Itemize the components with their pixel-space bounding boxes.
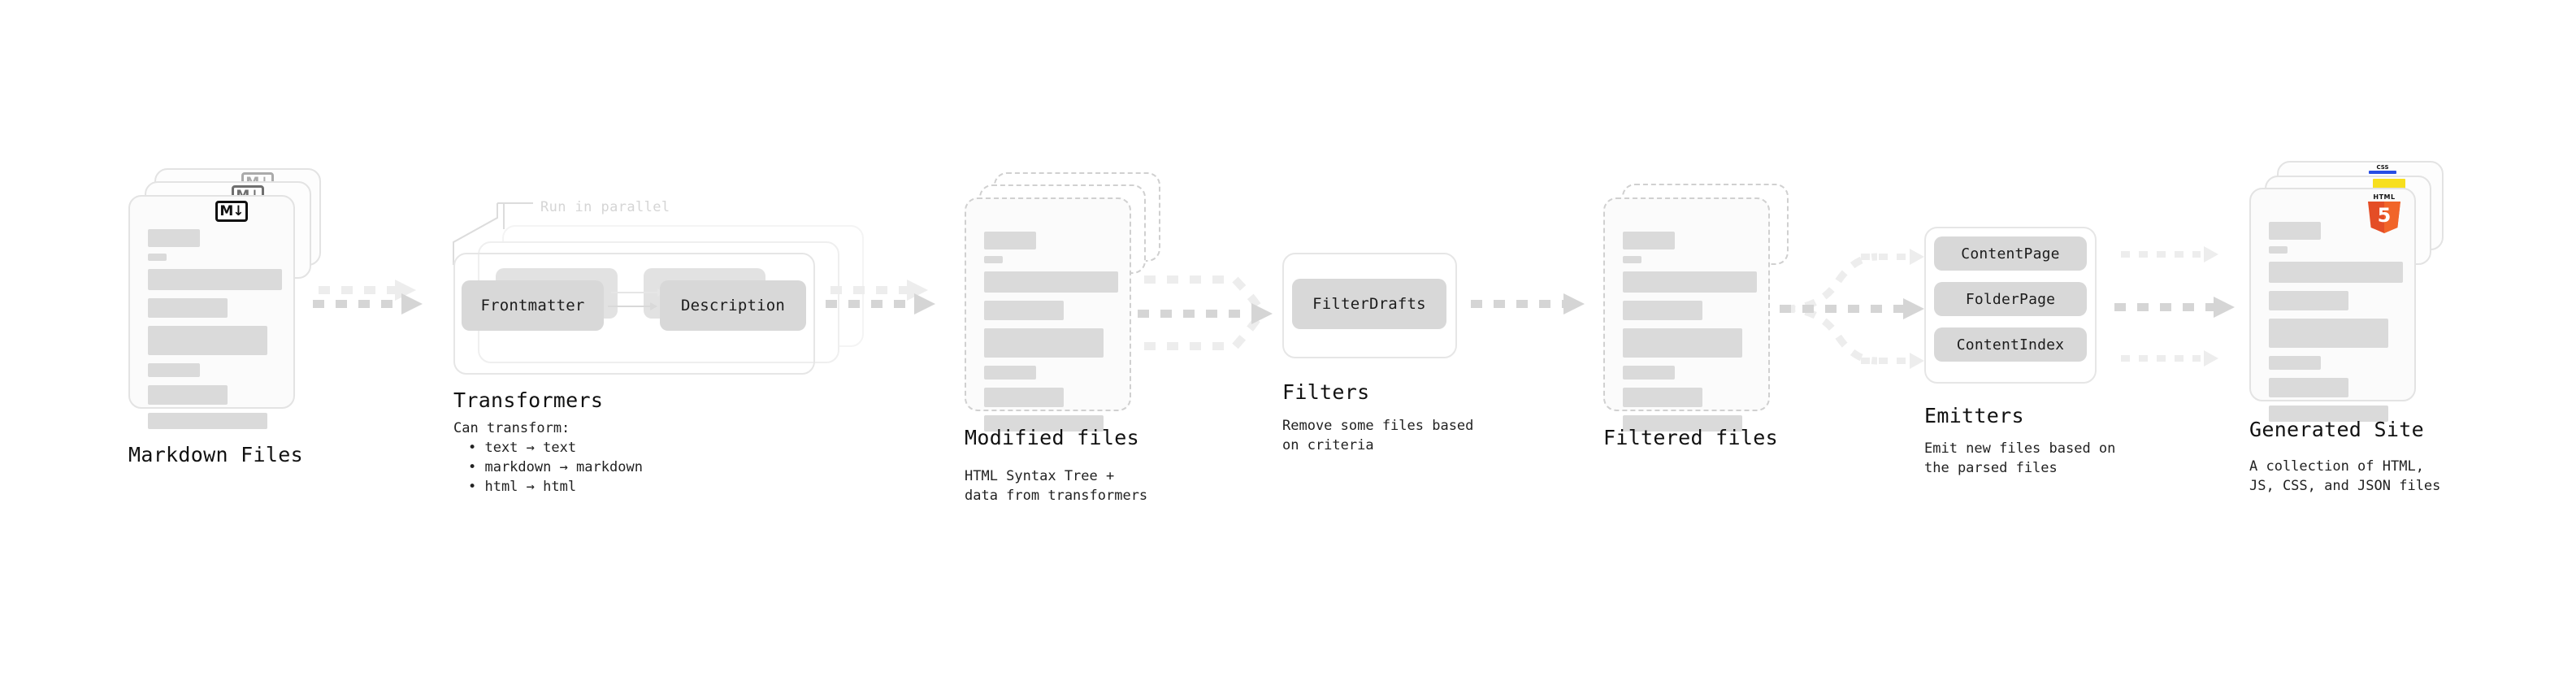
emitter-chip-contentpage[interactable]: ContentPage bbox=[1934, 236, 2087, 271]
filter-chip-filterdrafts[interactable]: FilterDrafts bbox=[1292, 279, 1446, 329]
run-in-parallel-leader bbox=[453, 202, 533, 265]
caption-title-modified-files: Modified files bbox=[965, 426, 1139, 449]
site-skeleton-lines bbox=[2269, 222, 2403, 430]
connector-filtered-to-emitters-mid bbox=[1780, 298, 1924, 319]
css-icon-label: CSS bbox=[2376, 164, 2389, 171]
connector-emitters-to-site-mid bbox=[2114, 297, 2235, 318]
transformer-chip-description[interactable]: Description bbox=[660, 280, 806, 331]
caption-bullets-transformers: • text → text • markdown → markdown • ht… bbox=[468, 438, 643, 497]
caption-title-filtered-files: Filtered files bbox=[1603, 426, 1778, 449]
css-icon: CSS bbox=[2369, 164, 2396, 176]
html5-icon-label: HTML bbox=[2373, 193, 2396, 201]
html5-icon: HTML bbox=[2367, 193, 2401, 233]
connector-transformers-to-modified-ghost bbox=[830, 280, 928, 301]
connector-modified-to-filters-branches bbox=[1144, 275, 1264, 350]
run-in-parallel-label: Run in parallel bbox=[540, 199, 670, 215]
connector-filtered-to-emitters-top bbox=[1861, 249, 1924, 265]
emitter-chip-folderpage[interactable]: FolderPage bbox=[1934, 282, 2087, 316]
caption-sub-generated-site: A collection of HTML, JS, CSS, and JSON … bbox=[2249, 458, 2441, 494]
transformers-group-front bbox=[453, 253, 815, 375]
transform-bullet-1: • markdown → markdown bbox=[468, 459, 643, 475]
transform-bullet-0: • text → text bbox=[468, 440, 577, 456]
caption-sub-transformers: Can transform: bbox=[453, 420, 570, 436]
markdown-card-front bbox=[128, 195, 295, 429]
transformer-inner-arrow bbox=[608, 302, 657, 310]
connector-markdown-to-transformers bbox=[313, 293, 423, 314]
transform-bullet-2: • html → html bbox=[468, 479, 577, 495]
site-card-front bbox=[2249, 188, 2416, 422]
caption-sub-emitters: Emit new files based on the parsed files bbox=[1924, 440, 2116, 476]
modified-card-front bbox=[965, 197, 1131, 432]
connector-modified-to-filters bbox=[1138, 303, 1273, 324]
emitter-chip-contentindex[interactable]: ContentIndex bbox=[1934, 327, 2087, 362]
modified-skeleton-lines bbox=[984, 232, 1118, 440]
filtered-skeleton-lines bbox=[1623, 232, 1757, 440]
transformer-chip-frontmatter[interactable]: Frontmatter bbox=[462, 280, 604, 331]
connector-filtered-to-emitters-bottom bbox=[1861, 353, 1924, 369]
caption-sub-modified-files: HTML Syntax Tree + data from transformer… bbox=[965, 468, 1148, 504]
connector-transformers-to-modified bbox=[826, 293, 935, 314]
caption-sub-filters: Remove some files based on criteria bbox=[1282, 418, 1474, 453]
caption-title-emitters: Emitters bbox=[1924, 404, 2024, 427]
connector-emitters-to-site-top bbox=[2121, 246, 2218, 262]
caption-title-markdown-files: Markdown Files bbox=[128, 443, 303, 466]
caption-title-filters: Filters bbox=[1282, 380, 1370, 404]
caption-title-generated-site: Generated Site bbox=[2249, 418, 2424, 441]
connector-filters-to-filtered bbox=[1471, 293, 1585, 314]
markdown-icon: M↓ bbox=[215, 201, 248, 222]
markdown-skeleton-lines bbox=[148, 229, 282, 437]
filtered-card-front bbox=[1603, 197, 1770, 432]
connector-emitters-to-site-bottom bbox=[2121, 350, 2218, 367]
caption-title-transformers: Transformers bbox=[453, 388, 604, 412]
